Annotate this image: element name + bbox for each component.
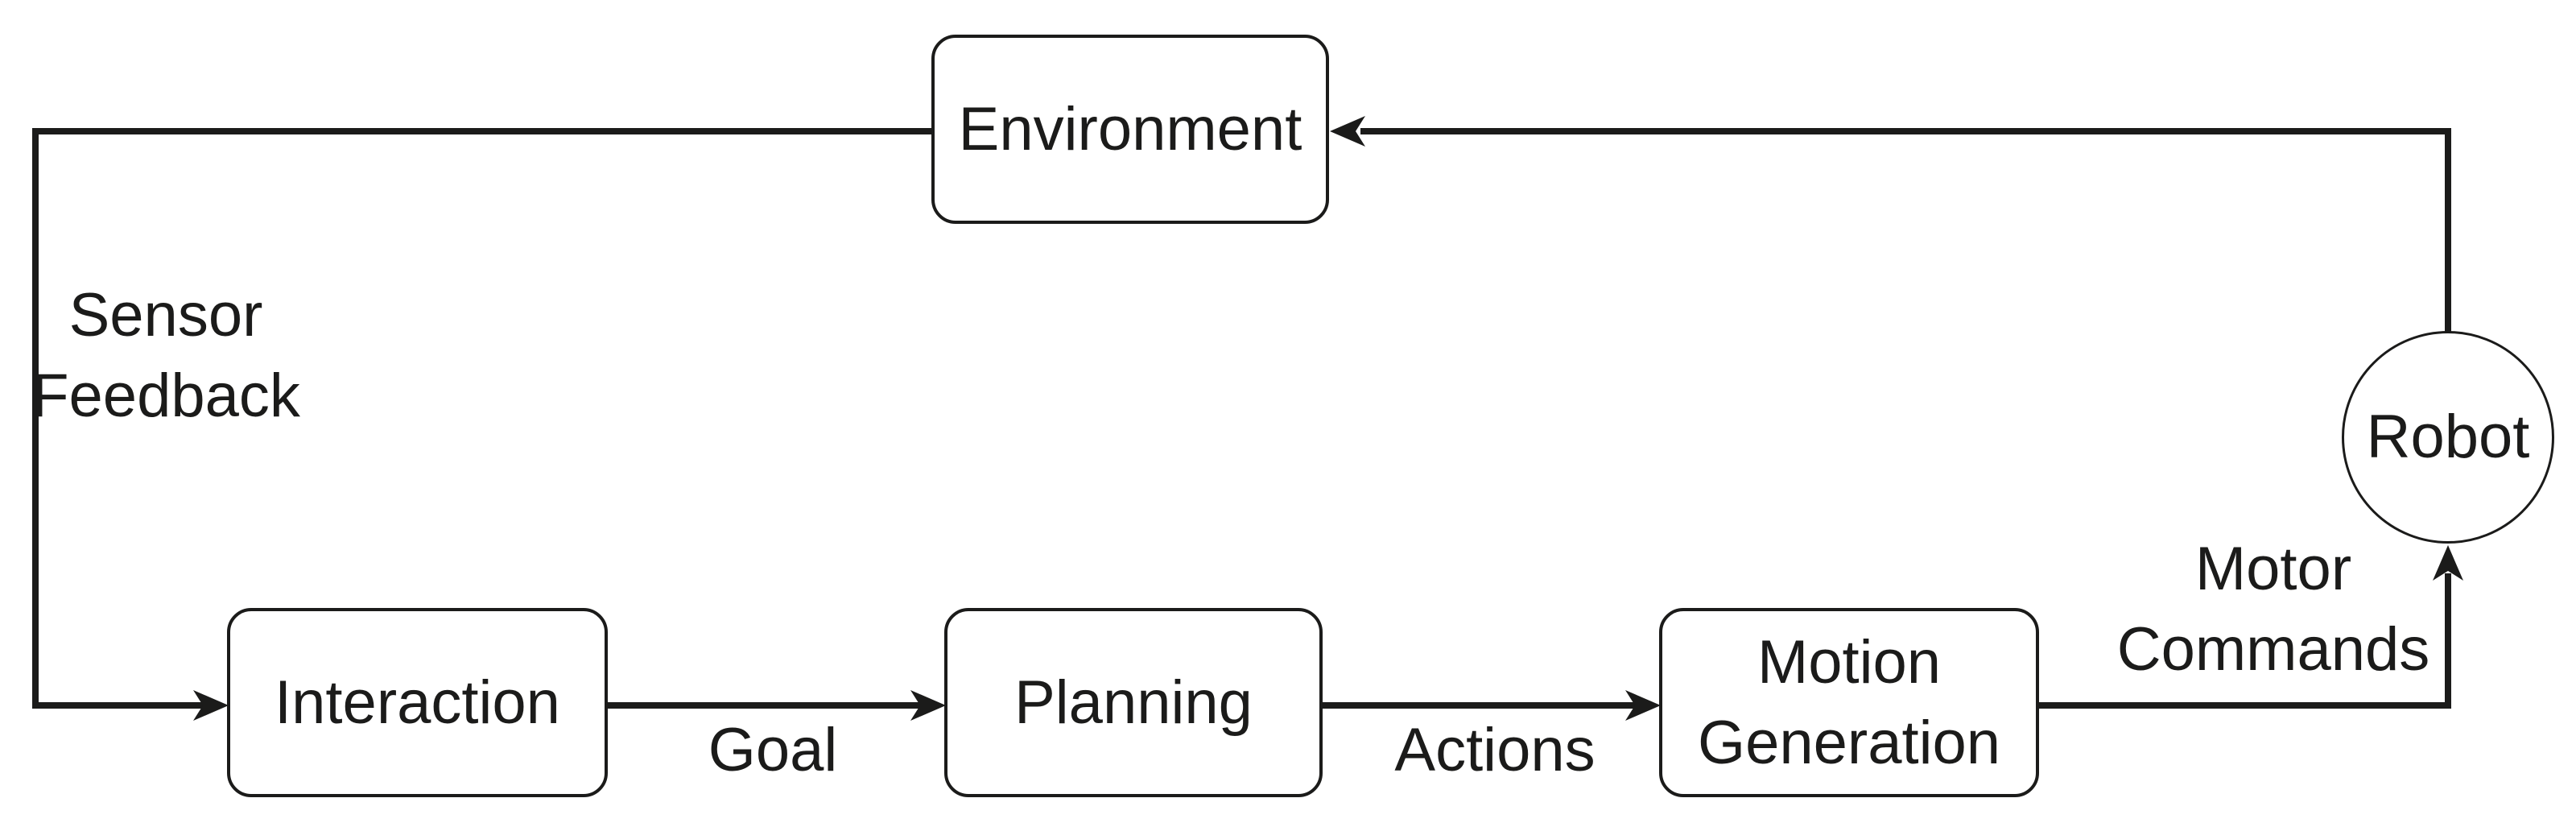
arrowhead-into-interaction (193, 690, 229, 721)
arrowhead-into-planning (910, 690, 946, 721)
arrowhead-into-robot (2433, 545, 2463, 581)
node-environment-label: Environment (958, 94, 1302, 163)
edge-label-motor-commands: Motor Commands (2116, 535, 2430, 684)
node-motion-generation-label: Motion Generation (1697, 627, 2001, 777)
edge-label-actions: Actions (1394, 716, 1596, 784)
node-robot: Robot (2342, 331, 2554, 544)
node-interaction: Interaction (227, 608, 608, 797)
node-environment: Environment (931, 35, 1329, 224)
node-interaction-label: Interaction (275, 668, 560, 737)
edge-motion-generation-to-robot-line (2037, 573, 2451, 709)
edge-label-sensor-feedback: Sensor Feedback (31, 281, 300, 430)
node-planning: Planning (944, 608, 1323, 797)
node-motion-generation: Motion Generation (1659, 608, 2039, 797)
edge-robot-to-environment-line (1360, 128, 2451, 332)
edge-environment-to-interaction-line (32, 128, 931, 709)
node-planning-label: Planning (1014, 668, 1253, 737)
arrowhead-into-motion-generation (1625, 690, 1661, 721)
edge-label-goal: Goal (708, 716, 838, 784)
node-robot-label: Robot (2366, 403, 2530, 471)
arrowhead-into-environment (1330, 116, 1365, 147)
